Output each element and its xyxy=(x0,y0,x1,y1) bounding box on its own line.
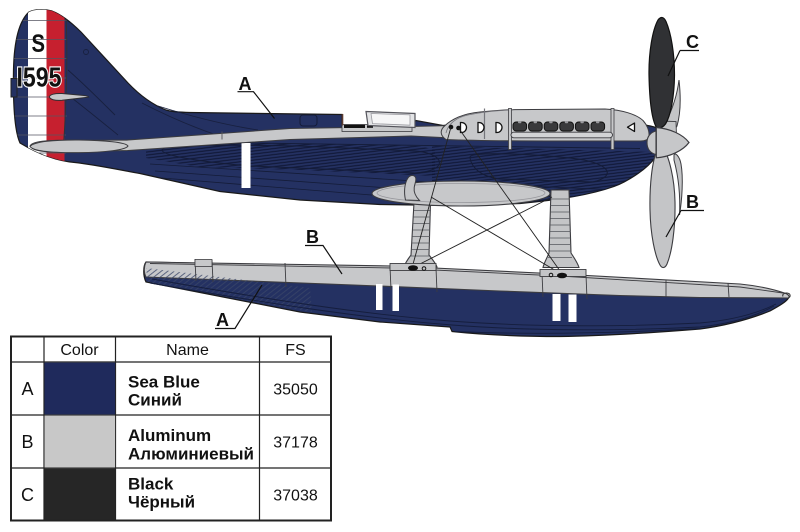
svg-text:Sea Blue: Sea Blue xyxy=(128,373,200,392)
svg-text:Color: Color xyxy=(60,342,99,359)
svg-text:Aluminum: Aluminum xyxy=(128,426,211,445)
svg-text:B: B xyxy=(21,432,33,452)
svg-text:A: A xyxy=(21,379,33,399)
svg-text:A: A xyxy=(216,310,229,330)
svg-text:B: B xyxy=(686,192,699,212)
svg-text:B: B xyxy=(306,227,319,247)
svg-text:35050: 35050 xyxy=(273,382,318,399)
svg-text:Синий: Синий xyxy=(128,391,182,410)
svg-text:FS: FS xyxy=(285,342,305,359)
svg-text:Алюминиевый: Алюминиевый xyxy=(128,445,254,464)
svg-text:Black: Black xyxy=(128,475,174,494)
svg-text:S: S xyxy=(32,30,46,58)
svg-text:Name: Name xyxy=(166,342,209,359)
svg-text:A: A xyxy=(239,74,252,94)
svg-text:37178: 37178 xyxy=(273,435,318,452)
svg-text:37038: 37038 xyxy=(273,488,318,505)
svg-text:C: C xyxy=(686,32,699,52)
svg-text:I595: I595 xyxy=(17,62,62,93)
svg-text:C: C xyxy=(21,485,34,505)
svg-text:Чёрный: Чёрный xyxy=(128,493,195,512)
